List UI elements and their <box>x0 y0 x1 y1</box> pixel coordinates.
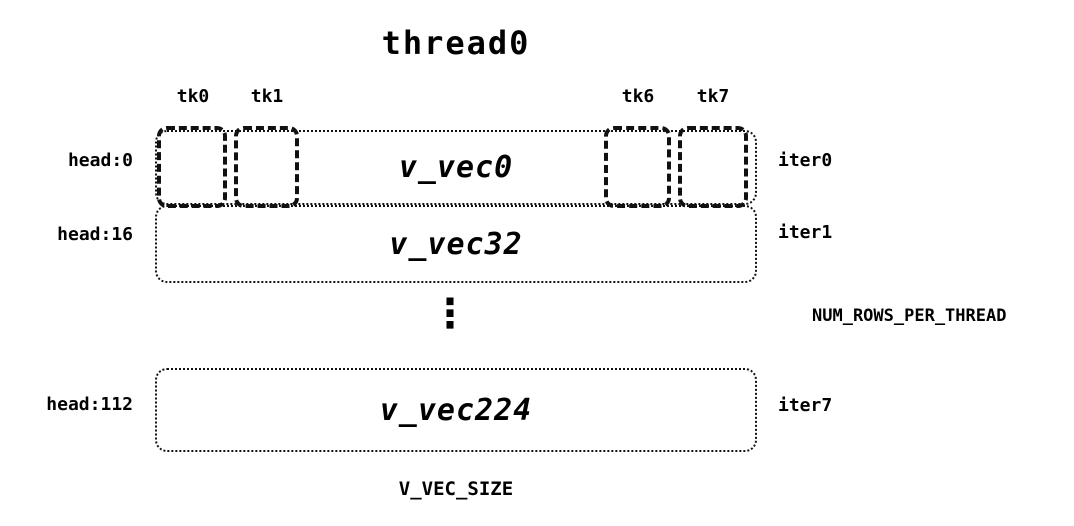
tk-label-7: tk7 <box>696 86 730 107</box>
diagram-title: thread0 <box>381 24 531 62</box>
tk-box-6 <box>604 126 671 208</box>
vvec-label-iter7: v_vec224 <box>379 392 533 428</box>
tk-label-0: tk0 <box>176 86 210 107</box>
head-label-112: head:112 <box>46 394 133 415</box>
num-rows-per-thread-label: NUM_ROWS_PER_THREAD <box>812 306 1007 326</box>
vvec-row-iter1: v_vec32 <box>155 205 757 283</box>
tk-box-7 <box>678 126 748 208</box>
iter-label-0: iter0 <box>778 150 833 171</box>
vvec-label-iter1: v_vec32 <box>389 226 523 262</box>
v-vec-size-label: V_VEC_SIZE <box>398 478 514 500</box>
vvec-row-iter7: v_vec224 <box>155 368 757 452</box>
vvec-row-iter0: v_vec0 <box>155 130 757 205</box>
head-label-16: head:16 <box>57 224 133 245</box>
tk-label-1: tk1 <box>250 86 284 107</box>
iter-label-1: iter1 <box>778 222 833 243</box>
vertical-ellipsis: ⋮ <box>430 291 470 337</box>
tk-box-1 <box>234 126 299 208</box>
tk-label-6: tk6 <box>621 86 655 107</box>
head-label-0: head:0 <box>67 150 133 171</box>
tk-box-0 <box>157 126 227 208</box>
iter-label-7: iter7 <box>778 395 833 416</box>
vvec-label-iter0: v_vec0 <box>398 150 514 185</box>
